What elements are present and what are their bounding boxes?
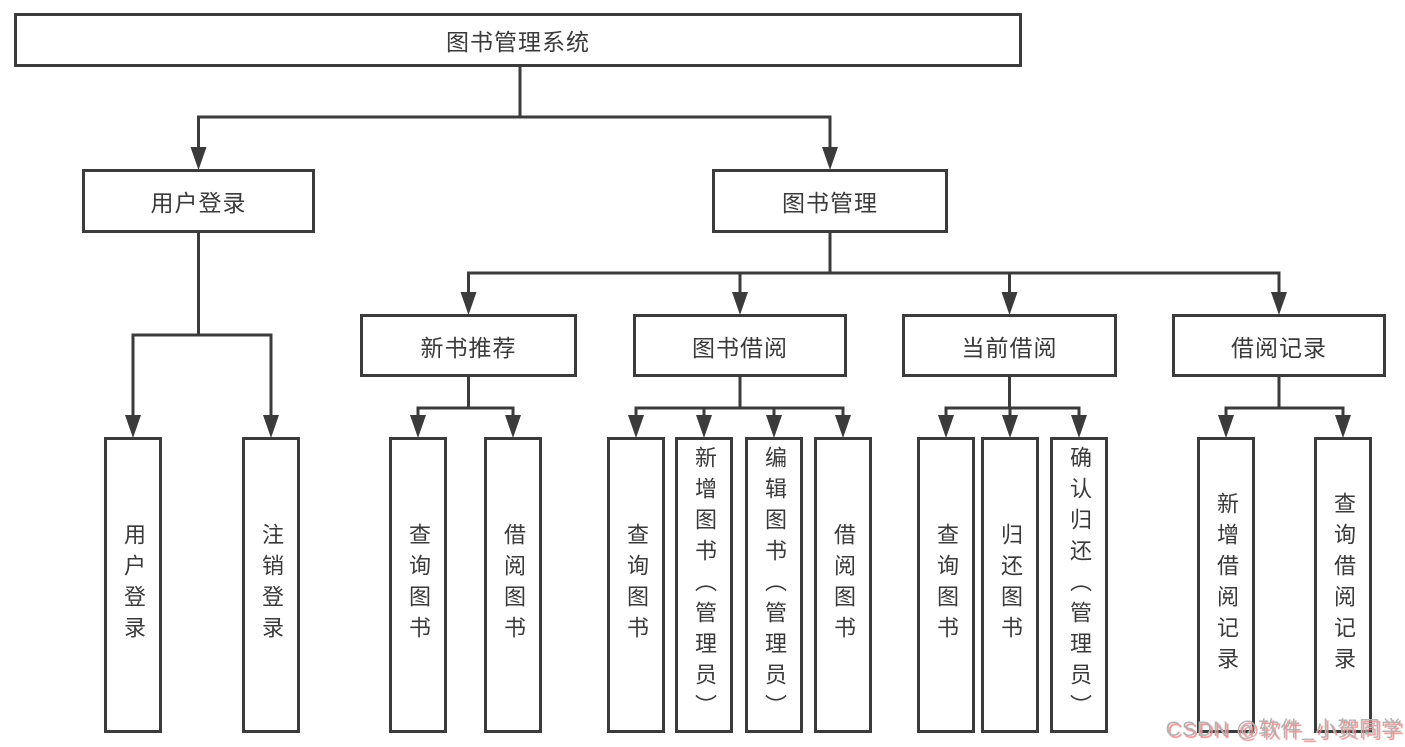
node-book-management: 图书管理 <box>712 169 948 233</box>
arrowhead-icon <box>822 147 838 170</box>
node-current-borrow: 当前借阅 <box>902 314 1117 377</box>
arrowhead-icon <box>460 292 477 315</box>
node-leaf-nb-borrow: 借阅图书 <box>484 437 542 733</box>
arrowhead-icon <box>505 415 521 438</box>
arrowhead-icon <box>1001 292 1018 315</box>
arrowhead-icon <box>835 415 851 438</box>
arrowhead-icon <box>696 415 712 438</box>
node-book-borrow: 图书借阅 <box>633 314 847 377</box>
node-label: 新增借阅记录 <box>1214 492 1239 678</box>
node-label: 归还图书 <box>998 523 1023 647</box>
arrowhead-icon <box>766 415 782 438</box>
node-leaf-cb-return: 归还图书 <box>981 437 1039 733</box>
node-label: 用户登录 <box>150 190 247 216</box>
node-leaf-cb-confirm: 确认归还（管理员） <box>1050 437 1108 733</box>
node-label: 注销登录 <box>259 523 284 647</box>
node-label: 图书管理系统 <box>446 29 590 55</box>
node-system: 图书管理系统 <box>14 13 1022 67</box>
node-new-book-recommend: 新书推荐 <box>360 314 577 377</box>
arrowhead-icon <box>938 415 954 438</box>
arrowhead-icon <box>190 147 207 170</box>
node-leaf-br-add: 新增借阅记录 <box>1197 437 1255 733</box>
node-label: 图书管理 <box>782 190 878 216</box>
node-label: 查询借阅记录 <box>1331 492 1356 678</box>
node-leaf-logout: 注销登录 <box>242 437 300 733</box>
node-label: 借阅图书 <box>501 523 526 647</box>
node-label: 查询图书 <box>406 523 431 647</box>
watermark: CSDN @软件_小贺同学 <box>1165 718 1403 741</box>
node-leaf-br-query: 查询借阅记录 <box>1314 437 1372 733</box>
arrowhead-icon <box>1335 415 1351 438</box>
node-label: 新书推荐 <box>420 334 517 361</box>
arrowhead-icon <box>263 415 279 438</box>
node-leaf-bb-add: 新增图书（管理员） <box>675 437 733 733</box>
node-label: 确认归还（管理员） <box>1067 445 1092 725</box>
node-label: 查询图书 <box>624 523 649 647</box>
connector-path <box>131 65 1345 421</box>
node-leaf-bb-query: 查询图书 <box>607 437 665 733</box>
arrowhead-icon <box>732 292 748 315</box>
node-leaf-user-login: 用户登录 <box>104 437 162 733</box>
node-label: 当前借阅 <box>961 334 1058 361</box>
arrowhead-icon <box>1071 415 1087 438</box>
arrowhead-icon <box>125 415 141 438</box>
node-label: 借阅记录 <box>1231 334 1327 361</box>
node-label: 用户登录 <box>121 523 146 647</box>
node-leaf-cb-query: 查询图书 <box>917 437 975 733</box>
node-label: 新增图书（管理员） <box>692 445 717 725</box>
node-label: 借阅图书 <box>831 523 856 647</box>
arrowhead-icon <box>1271 292 1287 315</box>
arrowhead-icon <box>410 415 426 438</box>
arrowhead-icon <box>1218 415 1234 438</box>
node-leaf-nb-query: 查询图书 <box>389 437 447 733</box>
node-leaf-bb-borrow: 借阅图书 <box>814 437 872 733</box>
node-label: 编辑图书（管理员） <box>762 445 787 725</box>
node-label: 图书借阅 <box>692 334 788 361</box>
node-borrow-records: 借阅记录 <box>1172 314 1386 377</box>
arrowhead-icon <box>1002 415 1018 438</box>
node-user-login: 用户登录 <box>82 169 315 233</box>
arrowhead-icon <box>628 415 644 438</box>
node-label: 查询图书 <box>934 523 959 647</box>
node-leaf-bb-edit: 编辑图书（管理员） <box>745 437 803 733</box>
